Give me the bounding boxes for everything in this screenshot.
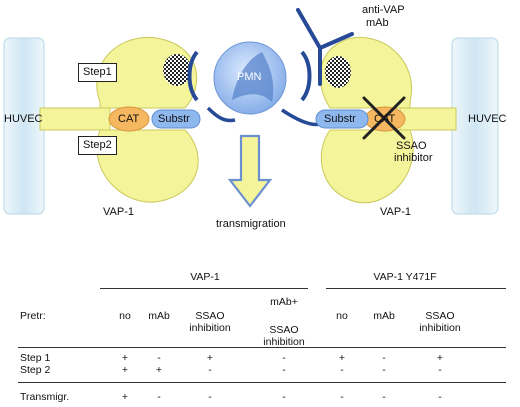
cell-step2-y471f-ssao: -: [438, 364, 442, 376]
step1-label: Step1: [78, 63, 117, 82]
cell-step2-mab: +: [155, 364, 163, 376]
cell-step1-ssao: +: [206, 352, 214, 364]
col-mab-ssao-line3: inhibition: [263, 336, 305, 348]
result-rule: [18, 382, 506, 383]
right-substr-label: Substr: [324, 113, 356, 125]
cell-transmigr-y471f-mab: -: [382, 391, 386, 403]
cell-transmigr-mab-ssao: -: [282, 391, 286, 403]
left-cat-site: [108, 106, 150, 132]
cell-step1-y471f-no: +: [338, 352, 346, 364]
step2-label: Step2: [78, 136, 117, 155]
row-step2-label: Step 2: [20, 364, 51, 376]
right-huvec-cell: [451, 37, 499, 215]
right-substr-link: [281, 108, 321, 127]
header-rule: [18, 347, 506, 348]
left-huvec-label: HUVEC: [4, 113, 43, 125]
cell-transmigr-mab: -: [157, 391, 161, 403]
inhibitor-cross-icon: [362, 96, 406, 140]
left-substr-label: Substr: [158, 113, 190, 125]
ssao-inhibitor-label-line2: inhibitor: [394, 152, 433, 164]
col-ssao-y471f-line2: inhibition: [419, 322, 461, 334]
right-cat-label: CAT: [374, 113, 396, 125]
col-mab: mAb: [148, 310, 170, 322]
right-vap1-label: VAP-1: [380, 206, 411, 218]
group-rule-vap1: [100, 288, 308, 289]
cell-step2-y471f-no: -: [340, 364, 344, 376]
antibody-icon: [296, 8, 354, 86]
row-step1-label: Step 1: [20, 352, 51, 364]
group-rule-y471f: [326, 288, 506, 289]
cell-step1-mab-ssao: -: [282, 352, 286, 364]
col-ssao-y471f-line1: SSAO: [425, 310, 455, 322]
cell-transmigr-y471f-ssao: -: [438, 391, 442, 403]
cell-step1-mab: -: [157, 352, 161, 364]
row-transmigr-label: Transmigr.: [20, 391, 70, 403]
col-mab-ssao-line2: SSAO: [269, 324, 299, 336]
cell-step2-mab-ssao: -: [282, 364, 286, 376]
col-mab-y471f: mAb: [373, 310, 395, 322]
left-huvec-cell: [3, 37, 45, 215]
pmn-label: PMN: [237, 71, 262, 83]
ssao-inhibitor-label-line1: SSAO: [396, 140, 427, 152]
left-vap1-molecule: [39, 37, 199, 203]
cell-step1-y471f-ssao: +: [436, 352, 444, 364]
right-huvec-label: HUVEC: [468, 113, 507, 125]
pmn-left-arc: [187, 50, 199, 102]
left-substr-link: [206, 106, 236, 123]
col-mab-ssao-line1: mAb+: [270, 296, 298, 308]
cell-transmigr-ssao: -: [208, 391, 212, 403]
right-vap1-molecule: [319, 37, 457, 204]
left-binding-patch: [163, 54, 191, 86]
col-no: no: [119, 310, 131, 322]
left-cat-label: CAT: [118, 113, 140, 125]
pmn-nucleus: [232, 52, 274, 102]
transmigration-label: transmigration: [216, 218, 286, 230]
antibody-label-line1: anti-VAP: [362, 4, 405, 16]
cell-step1-y471f-mab: -: [382, 352, 386, 364]
transmigration-arrow: [227, 134, 273, 208]
pretreatment-header: Pretr:: [20, 310, 46, 322]
col-no-y471f: no: [336, 310, 348, 322]
cell-step1-no: +: [121, 352, 129, 364]
right-substr-pill: [315, 109, 369, 129]
cell-transmigr-y471f-no: -: [340, 391, 344, 403]
antibody-label-line2: mAb: [366, 17, 389, 29]
cell-step2-y471f-mab: -: [382, 364, 386, 376]
pmn-right-arc: [300, 50, 312, 102]
left-substr-pill: [151, 109, 201, 129]
col-ssao-line1: SSAO: [195, 310, 225, 322]
left-vap1-label: VAP-1: [103, 206, 134, 218]
cell-step2-ssao: -: [208, 364, 212, 376]
right-binding-patch: [325, 56, 351, 88]
cell-transmigr-no: +: [121, 391, 129, 403]
group-header-vap1: VAP-1: [190, 271, 220, 283]
group-header-vap1-y471f: VAP-1 Y471F: [373, 271, 437, 283]
cell-step2-no: +: [121, 364, 129, 376]
col-ssao-line2: inhibition: [189, 322, 231, 334]
